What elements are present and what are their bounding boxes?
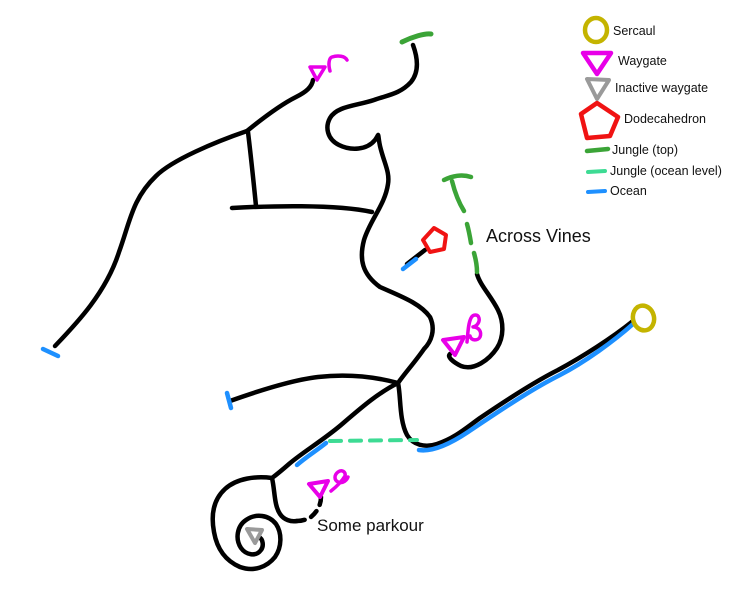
ocean-tick-west [40, 346, 61, 359]
jungle-ocean-legend-swatch [586, 169, 607, 174]
inactive-waygate-icon [245, 527, 264, 545]
ocean-legend-swatch [586, 189, 607, 194]
trail-main-s-curve [325, 42, 435, 386]
dodecahedron-legend-icon [578, 100, 621, 141]
trail-northwest [52, 128, 250, 349]
trail-spiral [210, 475, 283, 572]
legend-label-ocean: Ocean [610, 184, 647, 198]
waygate-icon-mid [441, 335, 466, 357]
trail-coast [395, 318, 636, 448]
jungle-top-mark-north [399, 31, 434, 45]
waygate-glyph-south [329, 469, 350, 493]
trail-vines-loop [447, 271, 505, 370]
waygate-glyph-north [327, 54, 349, 73]
trail-to-top-waygate [244, 77, 316, 134]
waygate-icon-north [308, 65, 327, 82]
legend-label-waygate: Waygate [618, 54, 667, 68]
jungle-top-mark-t-bar [441, 173, 474, 183]
legend-icons [578, 15, 621, 194]
trail-parkour-dashed [294, 494, 324, 524]
waygate-icon-south [307, 479, 330, 499]
trail-to-spiral [269, 380, 401, 481]
legend-label-jungle-top: Jungle (top) [612, 143, 679, 157]
ocean-shoreline [416, 321, 636, 453]
across-vines-label: Across Vines [486, 226, 591, 246]
trail-west-horizontal [227, 373, 401, 404]
ocean-diagonal-segment [294, 440, 329, 468]
legend-label-dodecahedron: Dodecahedron [624, 112, 707, 126]
sercaul-icon [630, 303, 657, 333]
trail-north-horizontal [229, 203, 375, 215]
trail-spiral-branch [269, 475, 300, 524]
sercaul-legend-icon [582, 15, 610, 45]
legend-label-inactive-waygate: Inactive waygate [615, 81, 709, 95]
ocean-tick-mid [224, 390, 234, 411]
waygate-legend-icon [580, 50, 614, 77]
dodecahedron-icon [421, 226, 448, 254]
legend-label-jungle-ocean: Jungle (ocean level) [610, 164, 722, 178]
jungle-top-mark-t-stem [449, 178, 467, 214]
jungle-top-dash-1 [464, 221, 474, 246]
jungle-top-legend-swatch [584, 146, 611, 154]
some-parkour-label: Some parkour [317, 516, 424, 535]
waygate-glyph-mid [465, 313, 483, 344]
inactive-waygate-legend-icon [585, 77, 611, 101]
jungle-ocean-dashed-line [328, 438, 419, 443]
ocean-tick-dodecahedron [400, 256, 419, 272]
trail-north-vertical [245, 129, 259, 209]
jungle-top-dash-2 [471, 250, 480, 275]
legend-label-sercaul: Sercaul [613, 24, 656, 38]
